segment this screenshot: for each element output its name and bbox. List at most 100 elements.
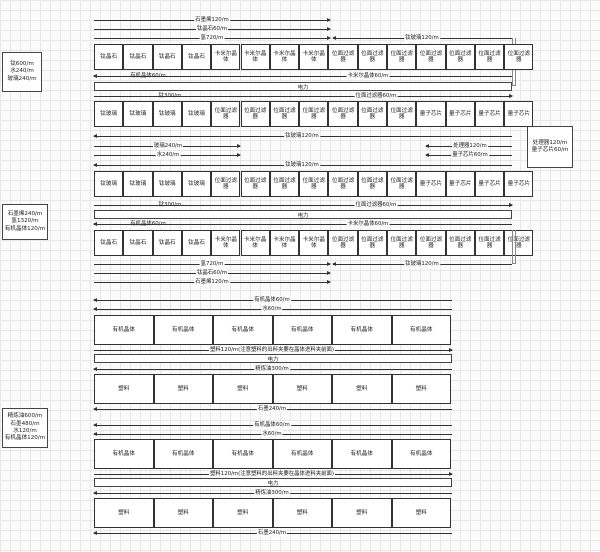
row3-glass-arrow-label: 钛玻璃120/m <box>284 161 320 169</box>
b1-crystal-box: 有机晶体 <box>213 315 273 345</box>
row1-camille-crystal-arrow-label: 卡米尔晶体60/m <box>346 72 390 80</box>
mid-glass-input-label: 玻璃240/m <box>152 142 184 150</box>
row3-filter-arrow: 位面过滤器60/m <box>94 201 513 209</box>
row1-box: 位面过滤器 <box>416 44 446 70</box>
row4-box: 卡米尔晶体 <box>240 230 270 256</box>
row2-box: 钛玻璃 <box>181 101 212 127</box>
b1-oil-arrow: 精炼油300/m <box>93 365 452 373</box>
row2-box: 量子芯片 <box>445 101 475 127</box>
b1-plastic-box: 塑料 <box>213 374 273 404</box>
bottom-input-graphene-label: 石墨烯120/m <box>194 278 230 286</box>
row2-box: 钛玻璃 <box>123 101 153 127</box>
row3-box: 钛玻璃 <box>123 171 153 197</box>
b1-plastic-arrow: 塑料120/m(注意塑料的出料夹要在晶体进料夹前面) <box>94 346 453 354</box>
row3-box: 量子芯片 <box>474 171 505 197</box>
b1-power-bar: 电力 <box>94 354 452 363</box>
b1-crystal-box: 有机晶体 <box>94 315 154 345</box>
b1-plastic-box: 塑料 <box>153 374 213 404</box>
row1-box: 位面过滤器 <box>387 44 417 70</box>
row1-box: 位面过滤器 <box>357 44 387 70</box>
top-input-hydrogen: 氢720/m <box>94 34 331 42</box>
row3-box: 位面过滤器 <box>387 171 417 197</box>
b1-crystal-box: 有机晶体 <box>153 315 213 345</box>
b2-crystal-box: 有机晶体 <box>153 439 213 469</box>
b2-plastic-box: 塑料 <box>153 498 213 528</box>
b2-plastic-box: 塑料 <box>213 498 273 528</box>
b1-plastic-box: 塑料 <box>391 374 451 404</box>
mid-water-input-label: 水240/m <box>155 151 181 159</box>
row2-box: 量子芯片 <box>416 101 446 127</box>
row4-box: 卡米尔晶体 <box>269 230 300 256</box>
b2-water-arrow-label: 水60/m <box>261 430 283 438</box>
row3-power-bar: 电力 <box>94 210 512 219</box>
mid-processor-output: 处理器120/m <box>425 142 512 150</box>
row3-box: 位面过滤器 <box>240 171 270 197</box>
b1-crystal-box: 有机晶体 <box>272 315 332 345</box>
b2-plastic-box: 塑料 <box>94 498 154 528</box>
row4-box: 位面过滤器 <box>504 230 534 256</box>
row3-box: 钛玻璃 <box>152 171 182 197</box>
b2-plastic-box: 塑料 <box>272 498 332 528</box>
bottom-glass-return: 钛玻璃120/m <box>332 260 512 268</box>
bottom-input-graphene: 石墨烯120/m <box>94 278 331 286</box>
row3-box: 量子芯片 <box>504 171 534 197</box>
bottom-glass-return-label: 钛玻璃120/m <box>404 260 440 268</box>
b2-crystal-box: 有机晶体 <box>213 439 273 469</box>
b2-water-arrow: 水60/m <box>93 430 452 438</box>
mid-processor-output-label: 处理器120/m <box>452 142 488 150</box>
b2-plastic-arrow: 塑料120/m(注意塑料的出料夹要在晶体进料夹前面) <box>94 470 453 478</box>
top-input-graphene: 石墨烯120/m <box>94 16 331 24</box>
row2-box: 钛玻璃 <box>94 101 124 127</box>
row1-power-bar: 电力 <box>94 82 512 91</box>
row2-box: 位面过滤器 <box>269 101 300 127</box>
b1-plastic-arrow-label: 塑料120/m(注意塑料的出料夹要在晶体进料夹前面) <box>209 346 335 354</box>
row4-box: 位面过滤器 <box>445 230 475 256</box>
b2-crystal-box: 有机晶体 <box>391 439 451 469</box>
b1-oil-arrow-label: 精炼油300/m <box>254 365 290 373</box>
b2-graphite-arrow-label: 石墨240/m <box>256 529 288 537</box>
top-input-hydrogen-label: 氢720/m <box>199 34 225 42</box>
b1-water-arrow-label: 水60/m <box>261 305 283 313</box>
row1-box: 卡米尔晶体 <box>269 44 300 70</box>
row2-box: 量子芯片 <box>504 101 534 127</box>
b2-plastic-arrow-label: 塑料120/m(注意塑料的出料夹要在晶体进料夹前面) <box>209 470 335 478</box>
b2-plastic-box: 塑料 <box>391 498 451 528</box>
row3-box: 位面过滤器 <box>211 171 241 197</box>
top-glass-return-label: 钛玻璃120/m <box>404 34 440 42</box>
row2-filter-arrow-line <box>94 94 513 98</box>
row2-box: 位面过滤器 <box>357 101 387 127</box>
row2-filter-arrow: 位面过滤器60/m <box>94 92 513 100</box>
row4-box: 钛晶石 <box>181 230 212 256</box>
row4-box: 卡米尔晶体 <box>211 230 241 256</box>
b1-plastic-box: 塑料 <box>94 374 154 404</box>
row3-box: 钛玻璃 <box>181 171 212 197</box>
row2-box: 位面过滤器 <box>299 101 329 127</box>
row4-camille-crystal-arrow-label: 卡米尔晶体60/m <box>346 220 390 228</box>
row1-box: 位面过滤器 <box>445 44 475 70</box>
row4-box: 卡米尔晶体 <box>299 230 329 256</box>
row3-filter-arrow-line <box>94 203 513 207</box>
row4-box: 钛晶石 <box>123 230 153 256</box>
b1-water-arrow: 水60/m <box>93 305 452 313</box>
row1-box: 位面过滤器 <box>504 44 534 70</box>
row3-box: 位面过滤器 <box>357 171 387 197</box>
bottom-input-titanium-crystal-label: 钛晶石60/m <box>195 269 229 277</box>
row2-glass-arrow-label: 钛玻璃120/m <box>284 132 320 140</box>
bottom-input-titanium-crystal: 钛晶石60/m <box>94 269 331 277</box>
bottom-input-hydrogen: 氢720/m <box>94 260 331 268</box>
b1-graphite-arrow: 石墨240/m <box>93 405 452 413</box>
row3-box: 位面过滤器 <box>299 171 329 197</box>
top-glass-return: 钛玻璃120/m <box>332 34 512 42</box>
mid-water-input: 水240/m <box>94 151 241 159</box>
mid-quantum-output-label: 量子芯片60/m <box>451 151 489 159</box>
top-input-titanium-crystal: 钛晶石60/m <box>94 25 331 33</box>
row2-box: 量子芯片 <box>474 101 505 127</box>
row4-box: 位面过滤器 <box>357 230 387 256</box>
b2-plastic-box: 塑料 <box>332 498 392 528</box>
row4-box: 位面过滤器 <box>387 230 417 256</box>
b2-organic-crystal-arrow: 有机晶体60/m <box>93 421 452 429</box>
b2-oil-arrow: 精炼油300/m <box>93 489 452 497</box>
